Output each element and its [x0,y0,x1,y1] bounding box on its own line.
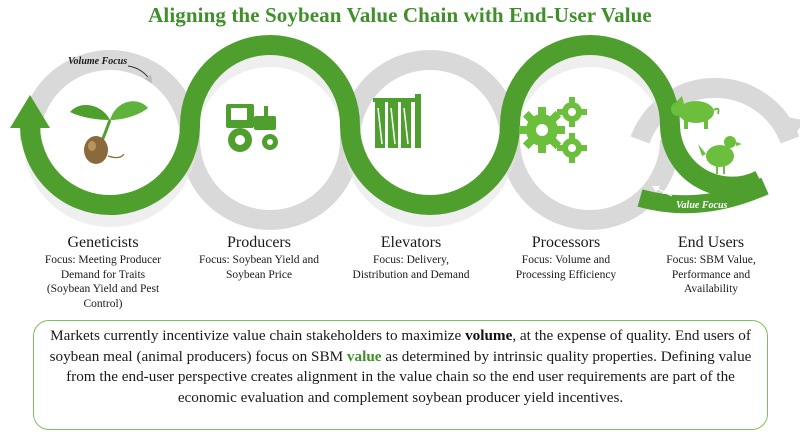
sprouting-seed-icon [70,101,148,164]
summary-emphasis-volume: volume [465,327,513,344]
value-arrowhead [10,95,50,128]
stage-end-users: End Users Focus: SBM Value, Performance … [636,233,786,297]
stage-name: Processors [531,234,601,251]
volume-focus-label: Volume Focus [68,56,127,67]
summary-text: , at the expense of quality. End users o… [49,327,751,365]
stage-elevators: Elevators Focus: Delivery, Distribution … [336,233,486,282]
tractor-icon [226,104,278,152]
value-focus-arrow [655,187,673,197]
summary-text: Markets currently incentivize value chai… [50,327,466,344]
stage-geneticists: Geneticists Focus: Meeting Producer Dema… [28,233,178,311]
summary-text: as determined by intrinsic quality prope… [66,347,752,406]
stage-processors: Processors Focus: Volume and Processing … [491,233,641,282]
summary-box: Markets currently incentivize value chai… [33,320,768,430]
value-chain-graphic: Volume Focus Value Focus [10,35,800,230]
pig-and-chicken-icon [671,96,742,174]
stage-focus: Focus: Soybean Yield and Soybean Price [199,254,319,281]
stage-focus: Focus: SBM Value, Performance and Availa… [666,254,756,295]
grain-elevator-icon [373,94,421,148]
summary-emphasis-value: value [346,347,382,365]
stage-focus: Focus: Meeting Producer Demand for Trait… [44,254,162,310]
stage-focus: Focus: Delivery, Distribution and Demand [352,254,470,281]
diagram-title: Aligning the Soybean Value Chain with En… [148,3,652,27]
stage-name: Producers [227,234,291,251]
stage-focus: Focus: Volume and Processing Efficiency [515,254,617,281]
stage-producers: Producers Focus: Soybean Yield and Soybe… [184,233,334,282]
value-focus-label: Value Focus [676,200,728,211]
stage-name: End Users [677,234,745,251]
volume-focus-arrow [127,65,153,84]
value-flow-snake [10,35,769,215]
stage-name: Geneticists [67,234,139,251]
gears-icon [519,97,587,163]
stage-name: Elevators [380,234,442,251]
